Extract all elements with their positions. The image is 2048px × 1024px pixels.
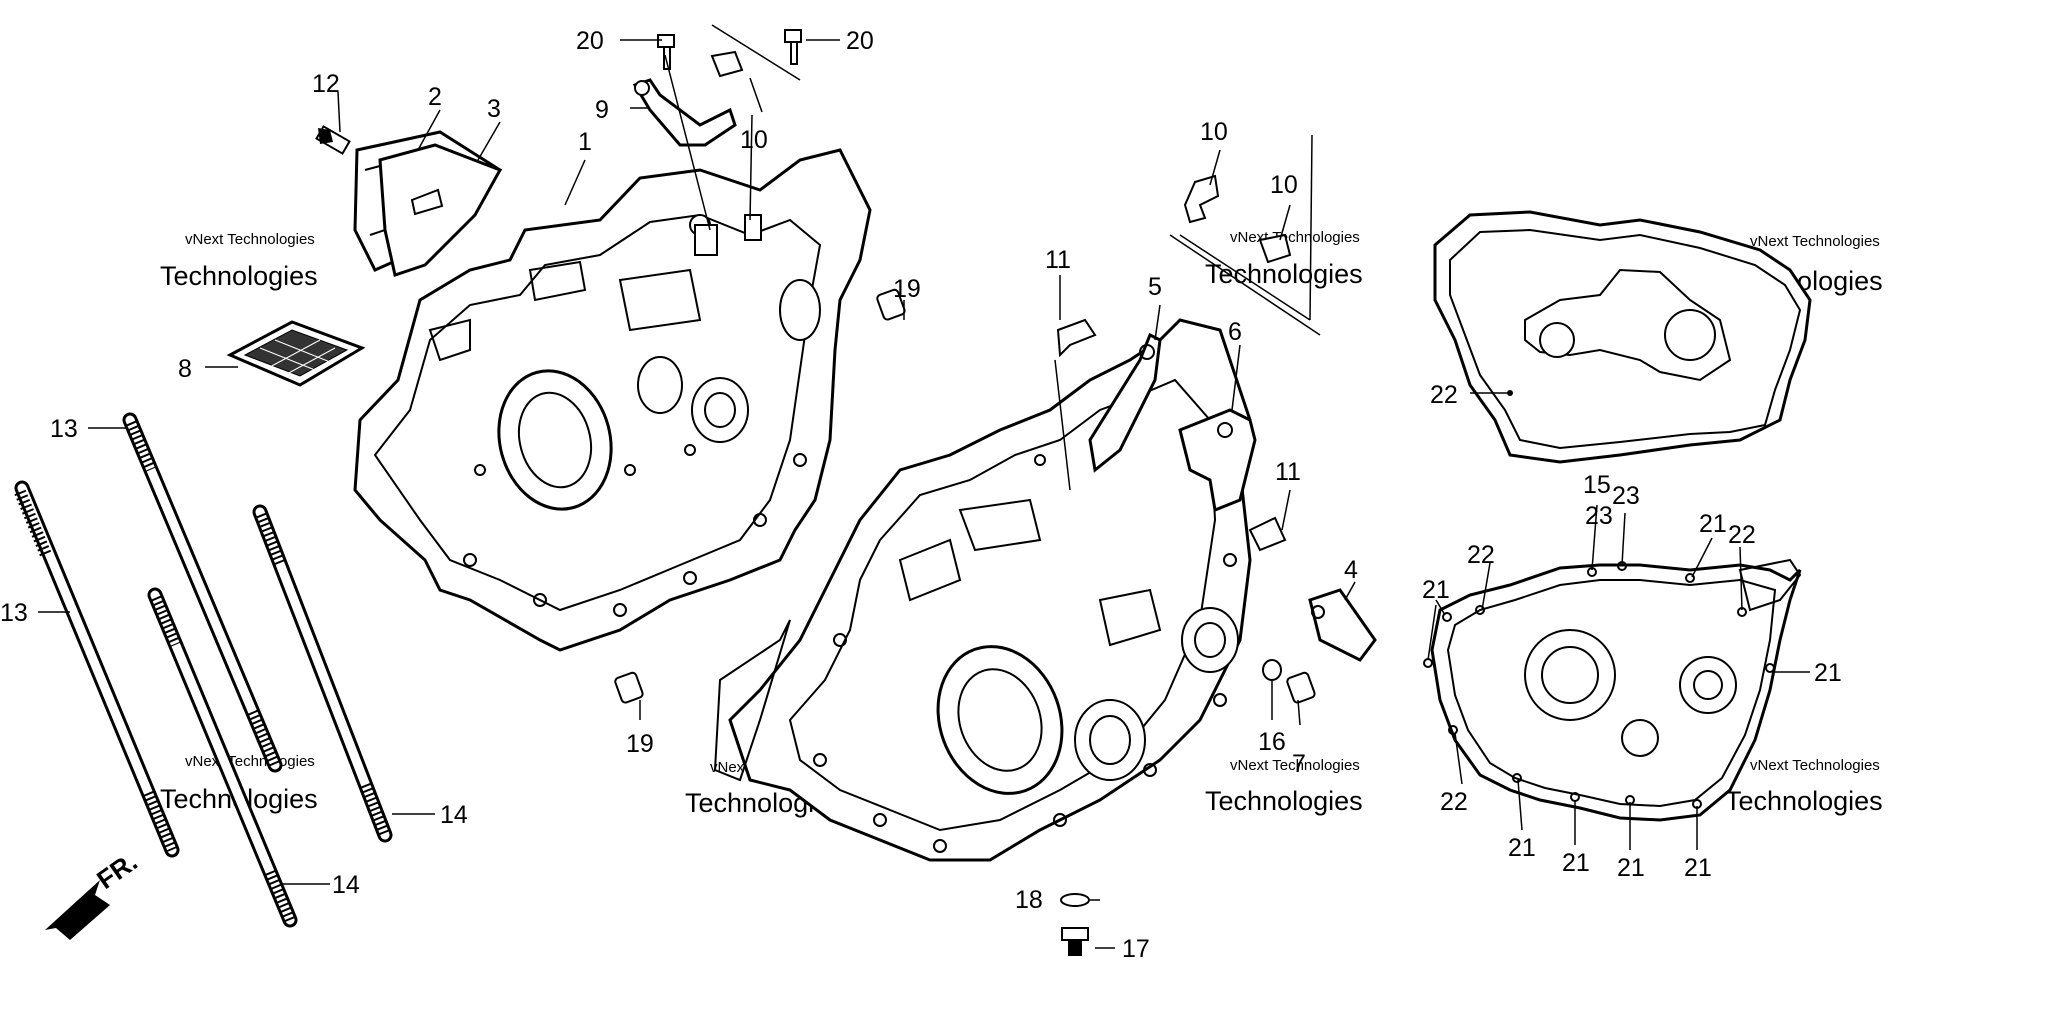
stud-bolt-long-center — [122, 412, 283, 773]
callout-13-top: 13 — [50, 415, 78, 443]
callout-5: 5 — [1148, 273, 1162, 301]
callout-21-a: 21 — [1699, 510, 1727, 538]
callout-18: 18 — [1015, 886, 1043, 914]
callout-7: 7 — [1292, 750, 1306, 778]
stud-bolt-short-center — [147, 587, 298, 928]
callout-11-top: 11 — [1045, 246, 1071, 274]
cover-plates — [315, 125, 503, 277]
callout-2: 2 — [428, 83, 442, 111]
callout-23-right: 23 — [1612, 482, 1640, 510]
callout-labels: 1 2 3 4 5 6 7 8 9 10 10 10 11 11 12 13 1… — [0, 27, 1842, 963]
callout-6: 6 — [1228, 318, 1242, 346]
callout-8: 8 — [178, 355, 192, 383]
front-direction-arrow: FR. — [45, 846, 143, 940]
callout-15: 15 — [1583, 471, 1611, 499]
left-crankcase-half — [353, 148, 872, 652]
watermark-large-1: Technologies — [160, 261, 318, 291]
watermark-large-8: Technologies — [1725, 786, 1883, 816]
callout-21-c: 21 — [1814, 659, 1842, 687]
brackets — [1088, 332, 1257, 513]
callout-21-g: 21 — [1684, 854, 1712, 882]
stud-bolts — [14, 412, 393, 928]
oil-strainer-screen — [226, 320, 366, 387]
watermark-small-5: vNext Technologies — [185, 753, 315, 770]
right-crankcase-half — [713, 318, 1252, 862]
callout-22-left: 22 — [1467, 541, 1495, 569]
callout-12: 12 — [312, 70, 340, 98]
callout-14-bottom: 14 — [332, 871, 360, 899]
watermark-small-3: vNext Technologies — [1230, 229, 1360, 246]
callout-10-top: 10 — [740, 126, 768, 154]
callout-19-bottom: 19 — [626, 730, 654, 758]
callout-10-right: 10 — [1270, 171, 1298, 199]
right-cover-gasket — [1423, 558, 1802, 822]
watermark-small-8: vNext Technologies — [1750, 757, 1880, 774]
callout-20-right: 20 — [846, 27, 874, 55]
callout-16: 16 — [1258, 728, 1286, 756]
bolt-12 — [315, 125, 351, 155]
front-arrow-label: FR. — [91, 846, 143, 895]
callout-23-left: 23 — [1585, 502, 1613, 530]
callout-21-e: 21 — [1562, 849, 1590, 877]
stud-bolt-short-right — [252, 504, 393, 843]
callout-1: 1 — [578, 128, 592, 156]
watermark-small-4: vNext Technologies — [1750, 233, 1880, 250]
callout-21-d: 21 — [1508, 834, 1536, 862]
callout-13-left: 13 — [0, 599, 28, 627]
callout-9: 9 — [595, 96, 609, 124]
callout-4: 4 — [1344, 556, 1358, 584]
leader-lines — [38, 24, 1810, 949]
callout-3: 3 — [487, 95, 501, 123]
left-cover-gasket — [1433, 210, 1812, 464]
callout-10-mid: 10 — [1200, 118, 1228, 146]
callout-11-lower: 11 — [1275, 458, 1301, 486]
callout-19-top: 19 — [893, 275, 921, 303]
watermark-large-7: Technologies — [1205, 786, 1363, 816]
callout-22-right: 22 — [1728, 521, 1756, 549]
callout-22-bottom: 22 — [1440, 788, 1468, 816]
callout-21-b: 21 — [1422, 576, 1450, 604]
callout-17: 17 — [1122, 935, 1150, 963]
watermark-small-7: vNext Technologies — [1230, 757, 1360, 774]
callout-20-left: 20 — [576, 27, 604, 55]
watermark-small-1: vNext Technologies — [185, 231, 315, 248]
watermark-large-3: Technologies — [1205, 259, 1363, 289]
callout-22-upper: 22 — [1430, 381, 1458, 409]
stud-bolt-long-left — [14, 480, 180, 858]
callout-21-f: 21 — [1617, 854, 1645, 882]
callout-14-right: 14 — [440, 801, 468, 829]
